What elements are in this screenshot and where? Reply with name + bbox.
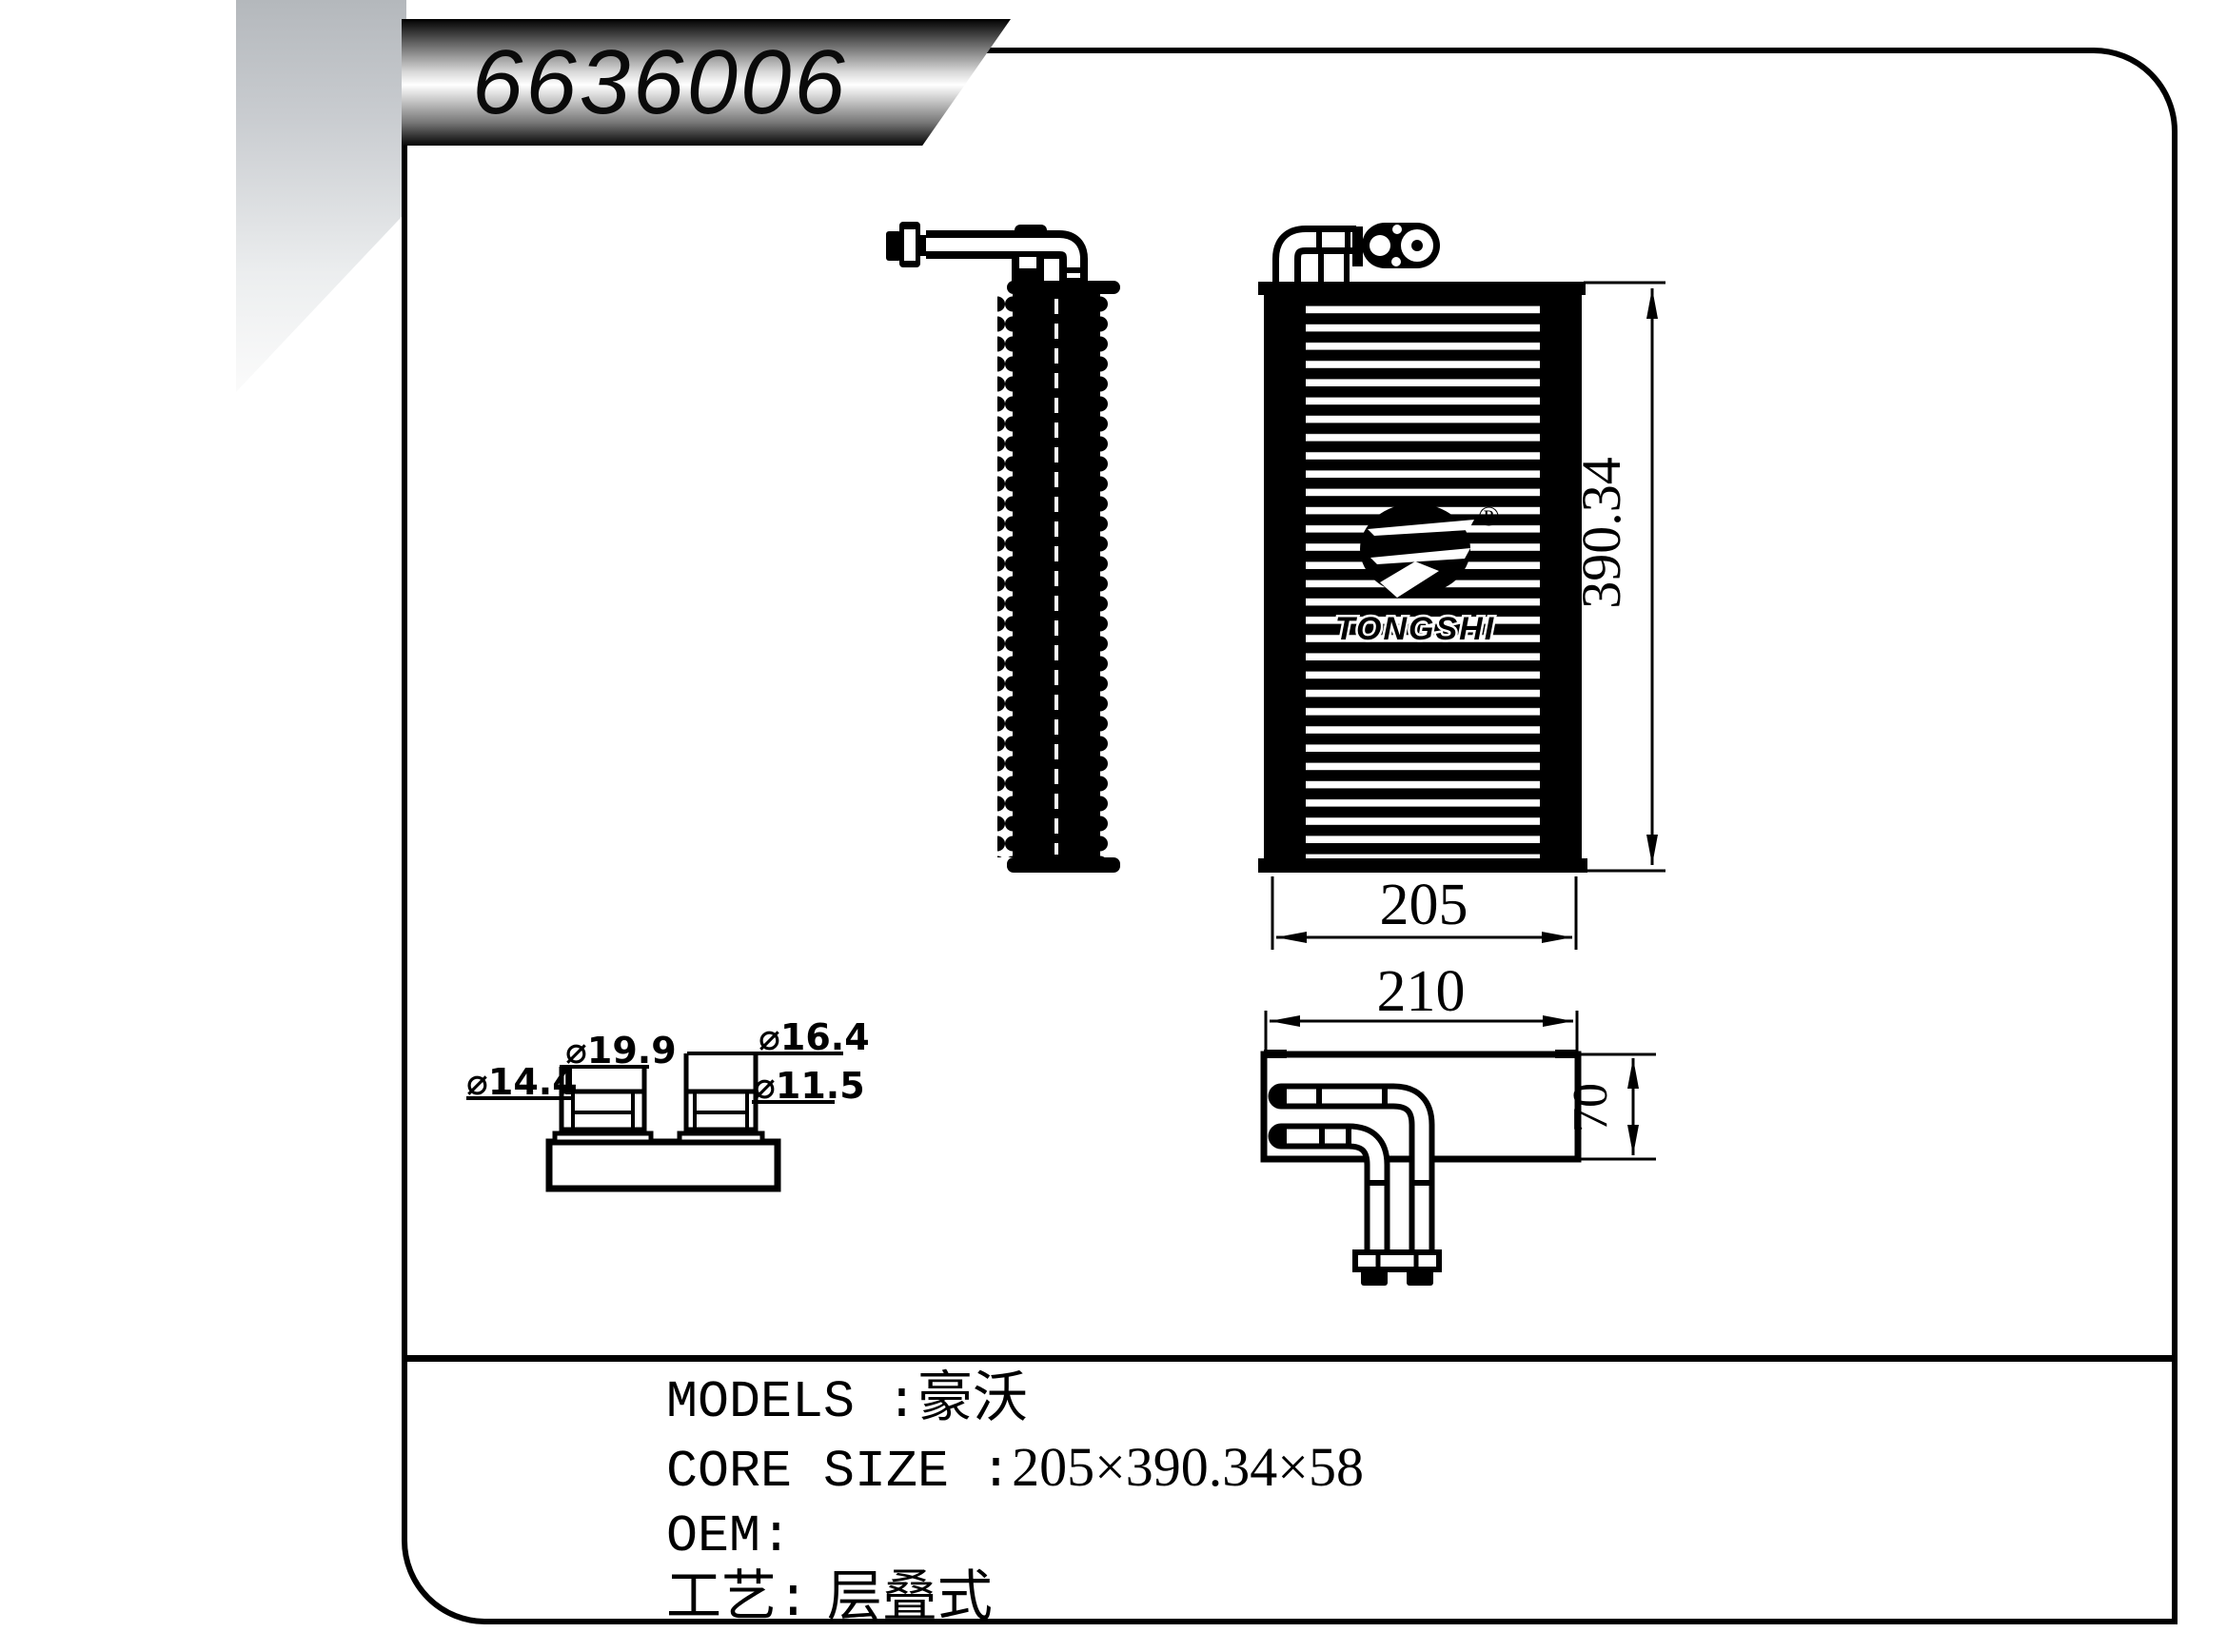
dim-assembly-width: 210 — [1264, 959, 1579, 1056]
brand-logo: ® TONGSHI — [1332, 501, 1500, 650]
part-number: 6636006 — [472, 31, 848, 133]
drawing-border-frame — [402, 48, 2178, 1624]
spec-process-label: 工艺: — [666, 1570, 810, 1632]
top-view-pipes — [1268, 1083, 1435, 1266]
dim-assembly-depth-value: 70 — [1564, 1083, 1618, 1132]
spec-models-value: 豪沃 — [917, 1371, 1029, 1433]
dim-core-height-value: 390.34 — [1570, 457, 1632, 609]
spec-process-line: 工艺: 层叠式 — [666, 1569, 1364, 1634]
side-view-top-cap — [1007, 281, 1120, 294]
registered-trademark: ® — [1478, 501, 1500, 532]
front-view-top-cap — [1258, 282, 1586, 295]
port-detail-view: ⌀14.4 ⌀19.9 ⌀16.4 ⌀11.5 — [466, 1016, 870, 1192]
front-view-port-fitting-icon — [1272, 223, 1440, 285]
part-number-banner: 6636006 — [402, 19, 1011, 146]
spec-core-size-line: CORE SIZE :205×390.34×58 — [666, 1435, 1364, 1504]
dia-label-top-left: ⌀19.9 — [565, 1030, 677, 1072]
top-view: 70 — [1260, 1050, 1656, 1286]
dia-label-outer-right: ⌀11.5 — [754, 1065, 865, 1107]
spec-core-size-value: 205×390.34×58 — [1012, 1436, 1364, 1498]
spec-block: MODELS :豪沃 CORE SIZE :205×390.34×58 OEM:… — [666, 1370, 1364, 1634]
side-view-bottom-cap — [1007, 857, 1120, 873]
dim-assembly-width-value: 210 — [1377, 959, 1466, 1024]
dim-core-width: 205 — [1271, 873, 1578, 950]
spec-oem-label: OEM: — [666, 1506, 793, 1566]
side-view-bolt-fitting-icon — [886, 222, 928, 267]
front-view-left-tank — [1264, 295, 1306, 858]
dia-label-top-right: ⌀16.4 — [759, 1016, 870, 1058]
spec-process-value: 层叠式 — [826, 1570, 993, 1632]
logo-brand-text: TONGSHI — [1335, 611, 1495, 647]
side-view — [886, 222, 1120, 873]
dia-label-outer-left: ⌀14.4 — [466, 1061, 578, 1103]
port-stub-right — [677, 1053, 765, 1145]
front-view-bottom-cap — [1258, 858, 1587, 873]
spec-models-line: MODELS :豪沃 — [666, 1370, 1364, 1435]
side-view-fin-stack — [997, 294, 1108, 857]
top-view-flange — [1352, 1249, 1442, 1286]
spec-core-size-label: CORE SIZE : — [666, 1442, 1013, 1502]
front-view-right-tank — [1540, 295, 1582, 858]
port-stub-left — [552, 1067, 654, 1145]
dim-core-width-value: 205 — [1380, 873, 1468, 937]
spec-oem-line: OEM: — [666, 1504, 1364, 1569]
spec-separator-line — [404, 1355, 2175, 1362]
dim-core-height: 390.34 — [1570, 281, 1665, 873]
side-view-pipe — [926, 225, 1088, 284]
spec-models-label: MODELS : — [666, 1372, 918, 1432]
front-view: ® TONGSHI — [1258, 223, 1587, 873]
dim-assembly-depth: 70 — [1564, 1052, 1656, 1161]
